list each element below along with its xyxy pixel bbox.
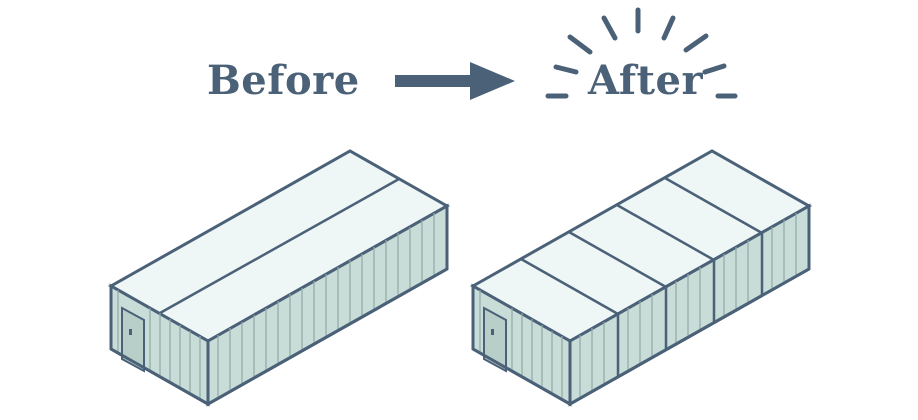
after-building <box>469 149 813 407</box>
sunburst-icon <box>545 7 738 99</box>
after-door <box>483 306 507 373</box>
before-label: Before <box>207 57 360 104</box>
before-building <box>107 149 451 407</box>
before-roof-seam <box>159 177 400 315</box>
before-door <box>121 306 145 373</box>
right-arrow-icon <box>395 62 515 100</box>
after-label: After <box>588 57 704 104</box>
